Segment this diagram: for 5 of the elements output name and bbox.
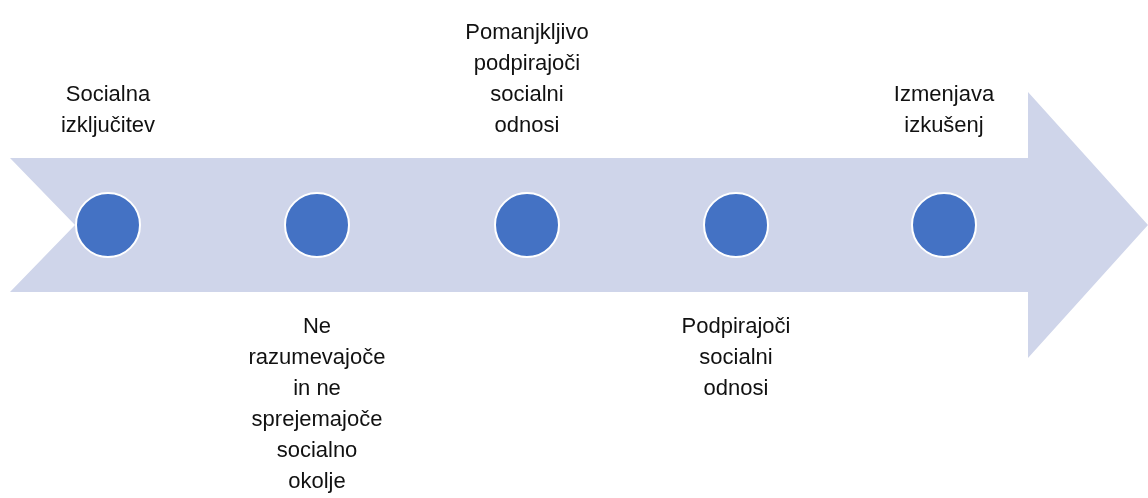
milestone-label: Socialna izključitev	[59, 80, 157, 139]
milestone-label: Ne razumevajoče in ne sprejemajoče socialno okolje	[247, 312, 387, 495]
milestone-label: Izmenjava izkušenj	[892, 80, 996, 139]
milestone-label: Podpirajoči socialni odnosi	[680, 312, 792, 402]
milestone-label: Pomanjkljivo podpirajoči socialni odnosi	[464, 18, 590, 139]
